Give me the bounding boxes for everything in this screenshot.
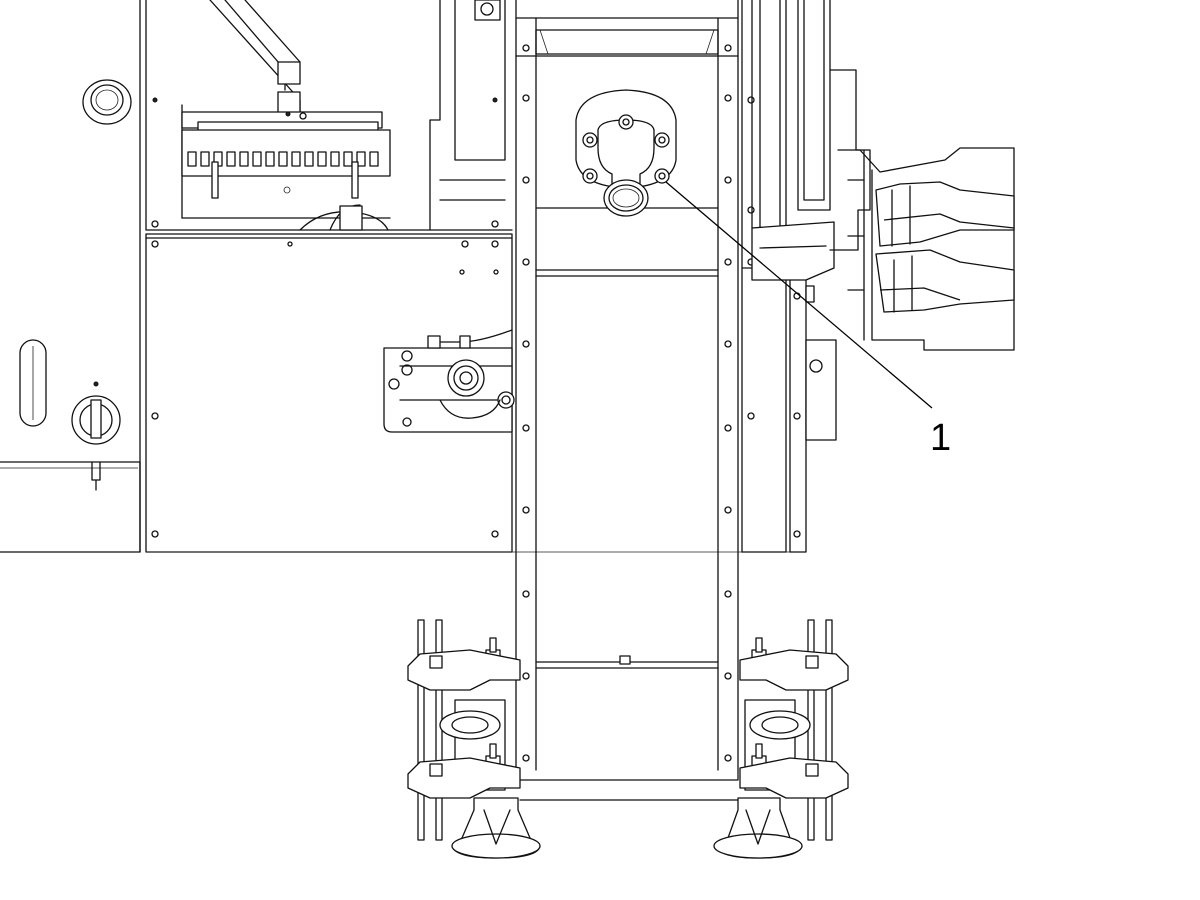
- right-tooling: [837, 147, 1015, 351]
- callout-1: 1: [665, 181, 951, 459]
- flange-fitting: [575, 89, 677, 217]
- leader-line: [665, 181, 933, 409]
- switch-icon: [71, 381, 121, 491]
- clamp-bracket: [751, 69, 871, 281]
- leveling-foot-icon: [451, 797, 541, 859]
- terminal-teeth: [187, 151, 379, 167]
- central-column: [515, 0, 739, 781]
- leveling-assembly-left: [407, 619, 741, 859]
- connector-box: [383, 329, 515, 433]
- leveling-assembly-right: [713, 619, 849, 859]
- leveling-foot-icon: [713, 797, 803, 859]
- callout-number: 1: [930, 417, 951, 459]
- upper-mechanism: [145, 0, 513, 231]
- left-cabinet: [0, 0, 147, 553]
- column-screws: [522, 44, 732, 762]
- flange-bolt-icon: [582, 114, 670, 184]
- knob-icon: [82, 79, 132, 125]
- connector-icon: [447, 359, 515, 409]
